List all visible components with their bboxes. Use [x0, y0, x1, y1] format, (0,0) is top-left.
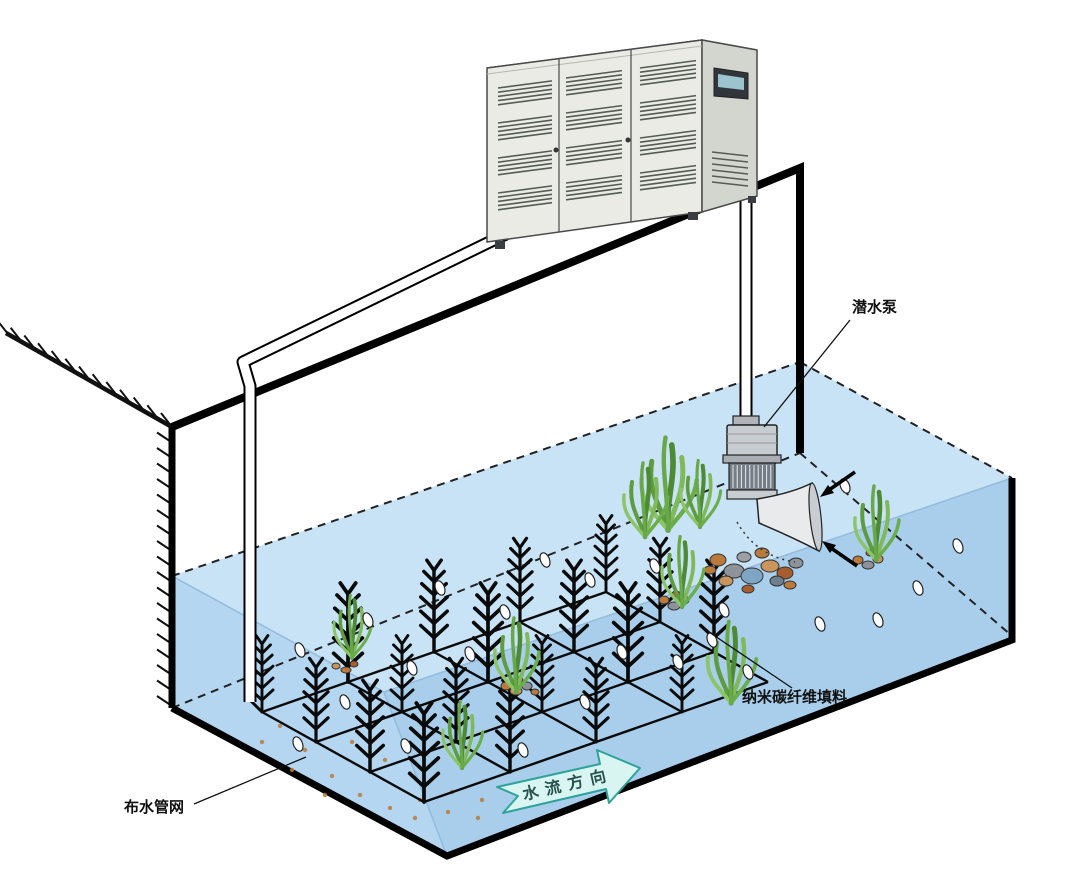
basin-outline	[170, 478, 1016, 860]
flow-arrows	[820, 470, 858, 568]
flow-arrow-shape	[496, 749, 641, 814]
strainer-slots	[732, 465, 772, 488]
pump-label: 潜水泵	[852, 298, 897, 316]
cabinet-side	[701, 39, 758, 213]
leader-line-media	[705, 629, 793, 689]
door-handle	[625, 137, 631, 143]
callouts: 潜水泵 纳米碳纤维填料 布水管网	[124, 298, 897, 816]
pump-flange	[732, 415, 760, 426]
cabinet-foot	[495, 241, 505, 249]
pipe-network-label: 布水管网	[124, 798, 184, 816]
suction-flow-dots	[736, 521, 796, 563]
leader-line-pump	[763, 319, 851, 428]
air-bubbles	[292, 478, 964, 758]
display-screen	[718, 74, 744, 90]
water-face-left	[172, 576, 447, 856]
submersible-pump	[722, 415, 823, 563]
bell-mouth	[808, 482, 823, 552]
cabinet-foot	[748, 196, 756, 203]
cabinet-vent-grills	[497, 59, 749, 211]
pump-strainer	[728, 462, 776, 491]
sediment-dots	[259, 723, 485, 821]
ground-edge	[4, 331, 174, 429]
control-cabinet	[486, 39, 758, 249]
pump-ring	[722, 454, 782, 464]
door-handle	[553, 147, 559, 153]
cabinet-foot	[688, 212, 698, 220]
pump-motor	[726, 424, 778, 458]
media-label: 纳米碳纤维填料	[742, 688, 847, 706]
leader-line-network	[193, 756, 307, 805]
support-frame	[170, 162, 804, 453]
inlet-pipe	[236, 228, 509, 702]
